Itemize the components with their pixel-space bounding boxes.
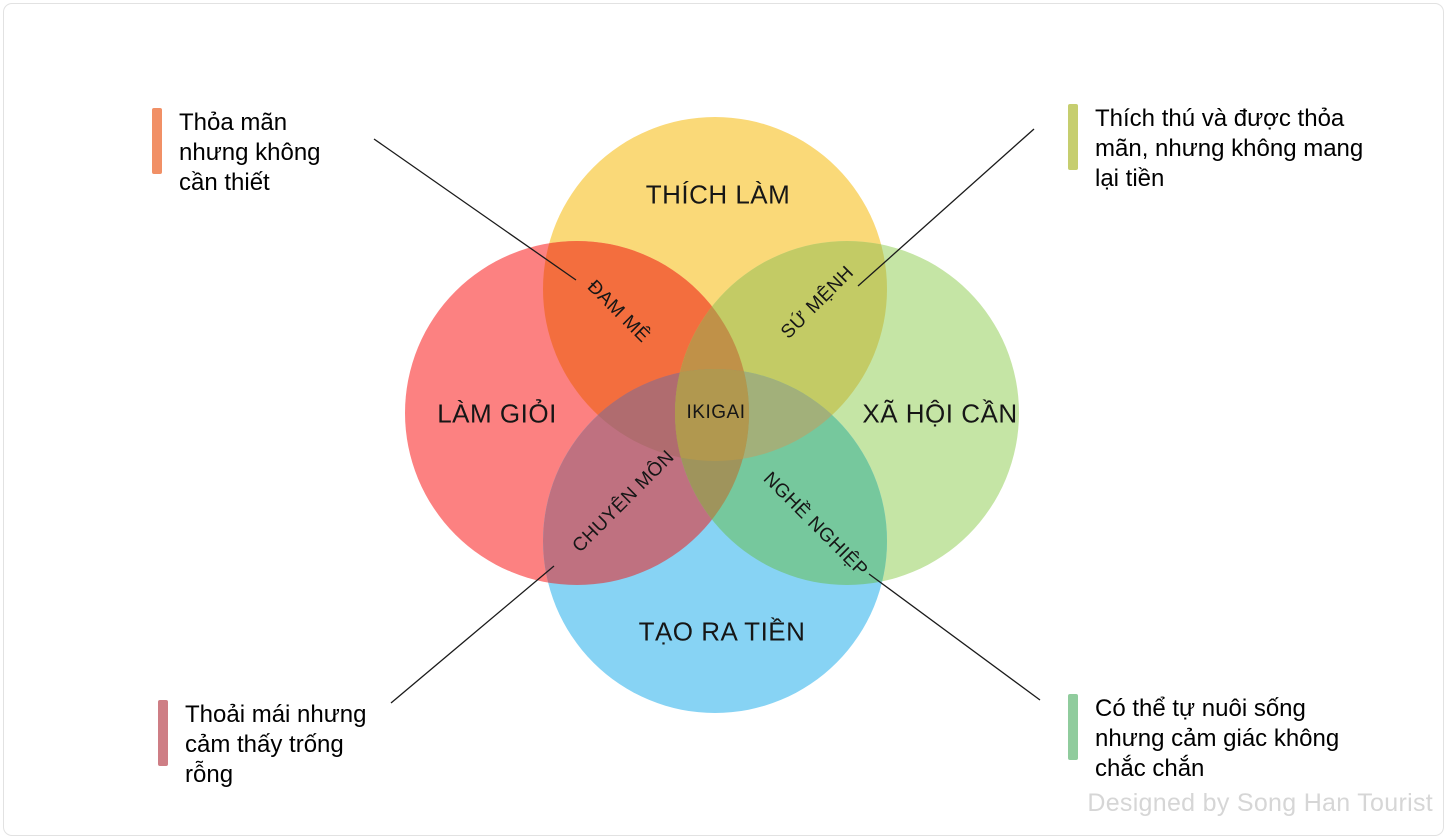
center-label-ikigai: IKIGAI bbox=[686, 402, 746, 423]
circle-label-tao-ra-tien: TẠO RA TIỀN bbox=[638, 616, 806, 647]
annotation-bar-top-right bbox=[1068, 104, 1078, 170]
callout-line-bottom-right bbox=[868, 573, 1041, 701]
annotation-line: Thích thú và được thỏa bbox=[1095, 105, 1345, 132]
annotation-line: Thoải mái nhưng bbox=[185, 701, 367, 728]
annotation-line: Có thể tự nuôi sống bbox=[1095, 695, 1306, 722]
annotation-text-bottom-right: Có thể tự nuôi sống nhưng cảm giác không… bbox=[1095, 694, 1339, 784]
annotation-bottom-right: Có thể tự nuôi sống nhưng cảm giác không… bbox=[1068, 694, 1339, 784]
annotation-line: cần thiết bbox=[179, 169, 270, 196]
annotation-text-top-right: Thích thú và được thỏa mãn, nhưng không … bbox=[1095, 104, 1363, 194]
annotation-line: chắc chắn bbox=[1095, 755, 1205, 782]
annotation-line: lại tiền bbox=[1095, 165, 1165, 192]
annotation-line: Thỏa mãn bbox=[179, 109, 288, 136]
annotation-bottom-left: Thoải mái nhưng cảm thấy trống rỗng bbox=[158, 700, 367, 790]
annotation-text-bottom-left: Thoải mái nhưng cảm thấy trống rỗng bbox=[185, 700, 367, 790]
annotation-bar-top-left bbox=[152, 108, 162, 174]
annotation-bar-bottom-left bbox=[158, 700, 168, 766]
annotation-line: cảm thấy trống bbox=[185, 731, 344, 758]
annotation-text-top-left: Thỏa mãn nhưng không cần thiết bbox=[179, 108, 321, 198]
annotation-line: mãn, nhưng không mang bbox=[1095, 135, 1364, 162]
circle-label-thich-lam: THÍCH LÀM bbox=[645, 179, 791, 210]
annotation-bar-bottom-right bbox=[1068, 694, 1078, 760]
annotation-top-right: Thích thú và được thỏa mãn, nhưng không … bbox=[1068, 104, 1363, 194]
annotation-top-left: Thỏa mãn nhưng không cần thiết bbox=[152, 108, 321, 198]
annotation-line: nhưng không bbox=[179, 139, 321, 166]
callout-line-bottom-left bbox=[390, 565, 555, 704]
callout-line-top-right bbox=[857, 128, 1035, 287]
callout-line-top-left bbox=[373, 138, 577, 281]
circle-label-lam-gioi: LÀM GIỎI bbox=[437, 398, 557, 429]
circle-label-xa-hoi-can: XÃ HỘI CẦN bbox=[862, 398, 1018, 429]
annotation-line: rỗng bbox=[185, 761, 234, 788]
annotation-line: nhưng cảm giác không bbox=[1095, 725, 1340, 752]
designer-credit: Designed by Song Han Tourist bbox=[1087, 789, 1433, 817]
